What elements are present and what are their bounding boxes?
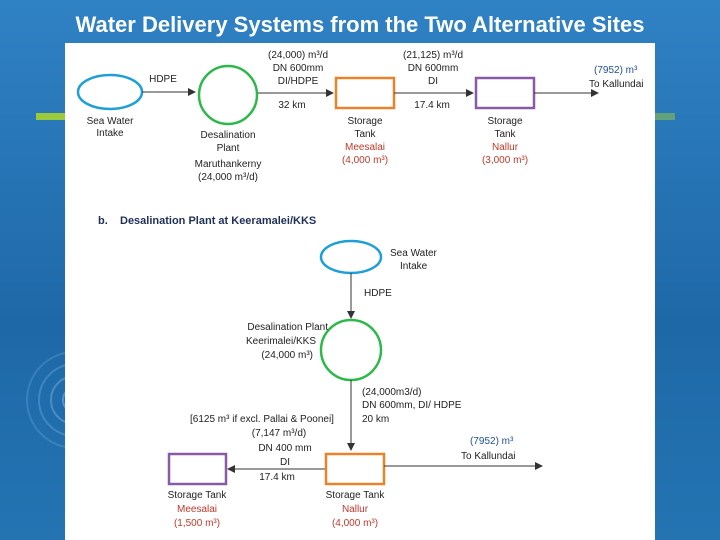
b-seg2-label-2: DN 400 mm — [258, 443, 311, 454]
accent-bar-right — [645, 113, 675, 120]
tank2-label-2: Tank — [494, 129, 516, 140]
b-sea-water-intake-node — [319, 239, 383, 275]
b-desalination-plant-node — [319, 318, 383, 382]
b-intake-label-1: Sea Water — [390, 248, 438, 259]
b-pipe-label-hdpe: HDPE — [364, 288, 392, 299]
b-tankR-label-3: (4,000 m³) — [332, 518, 378, 529]
seg2-label-2: DN 600mm — [408, 63, 459, 74]
storage-tank-meesalai — [334, 76, 396, 110]
b-seg1-label-1: (24,000m3/d) — [362, 387, 421, 398]
b-seg2-label-1: (7,147 m³/d) — [252, 428, 306, 439]
plant-label-3: Maruthankerny — [195, 159, 262, 170]
intake-label-2: Intake — [96, 128, 124, 139]
intake-label-1: Sea Water — [87, 116, 135, 127]
sea-water-intake-node — [76, 73, 144, 111]
tank2-label-3: Nallur — [492, 142, 519, 153]
b-tankR-label-1: Storage Tank — [326, 490, 386, 501]
diagram-panel — [65, 43, 655, 540]
b-tankL-label-2: Meesalai — [177, 504, 217, 515]
seg2-label-3: DI — [428, 76, 438, 87]
b-storage-tank-meesalai — [167, 452, 228, 486]
b-note: [6125 m³ if excl. Pallai & Poonei] — [190, 414, 334, 425]
b-seg1-label-2: DN 600mm, DI/ HDPE — [362, 400, 462, 411]
plant-label-1: Desalination — [200, 130, 255, 141]
slide-title: Water Delivery Systems from the Two Alte… — [75, 12, 645, 37]
b-plant-label-1: Desalination Plant — [247, 322, 328, 333]
seg2-distance: 17.4 km — [414, 100, 450, 111]
pipe-label-hdpe: HDPE — [149, 74, 177, 85]
b-seg2-label-4: 17.4 km — [259, 472, 295, 483]
b-plant-label-3: (24,000 m³) — [261, 350, 313, 361]
section-b-heading: Desalination Plant at Keeramalei/KKS — [120, 215, 316, 227]
b-tankL-label-1: Storage Tank — [168, 490, 228, 501]
out-label-1: (7952) m³ — [594, 65, 638, 76]
b-plant-label-2: Keerimalei/KKS — [246, 336, 316, 347]
storage-tank-nallur — [474, 76, 536, 110]
plant-label-2: Plant — [217, 143, 240, 154]
seg1-distance: 32 km — [278, 100, 305, 111]
out-label-2: To Kallundai — [589, 79, 643, 90]
tank1-label-1: Storage — [347, 116, 382, 127]
seg2-label-1: (21,125) m³/d — [403, 50, 463, 61]
b-seg1-label-3: 20 km — [362, 414, 389, 425]
desalination-plant-node — [197, 64, 259, 126]
tank2-label-1: Storage — [487, 116, 522, 127]
b-tankR-label-2: Nallur — [342, 504, 369, 515]
tank2-label-4: (3,000 m³) — [482, 155, 528, 166]
b-seg2-label-3: DI — [280, 457, 290, 468]
seg1-label-1: (24,000) m³/d — [268, 50, 328, 61]
b-tankL-label-3: (1,500 m³) — [174, 518, 220, 529]
accent-bar — [36, 113, 66, 120]
tank1-label-4: (4,000 m³) — [342, 155, 388, 166]
b-intake-label-2: Intake — [400, 261, 428, 272]
b-out-label-2: To Kallundai — [461, 451, 515, 462]
seg1-label-2: DN 600mm — [273, 63, 324, 74]
plant-label-4: (24,000 m³/d) — [198, 172, 258, 183]
tank1-label-3: Meesalai — [345, 142, 385, 153]
b-storage-tank-nallur — [324, 452, 386, 486]
b-out-label-1: (7952) m³ — [470, 436, 514, 447]
tank1-label-2: Tank — [354, 129, 376, 140]
seg1-label-3: DI/HDPE — [278, 76, 319, 87]
section-b-number: b. — [98, 215, 108, 227]
